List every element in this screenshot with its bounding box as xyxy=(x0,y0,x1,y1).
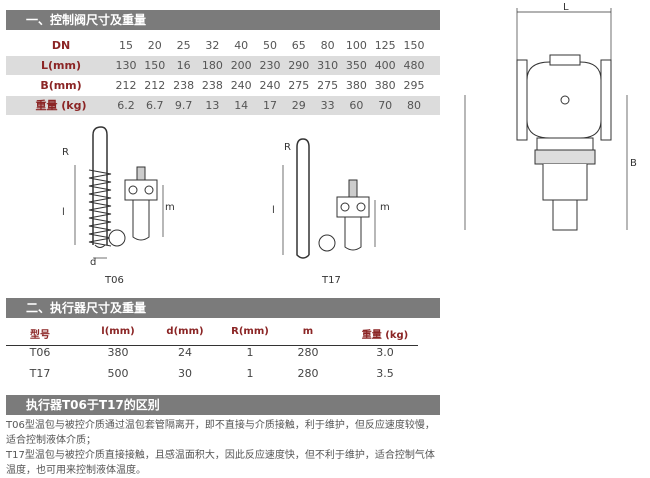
t17-m-label: m xyxy=(380,202,390,213)
row-label: B(mm) xyxy=(40,79,82,92)
table-row: B(mm) 212 212 238 238 240 240 275 275 380 380 295 xyxy=(6,76,440,95)
t17-l-label: l xyxy=(272,205,275,216)
table-cell: 65 xyxy=(291,39,306,52)
table-cell: 280 xyxy=(297,367,319,380)
table-cell: 3.5 xyxy=(376,367,394,380)
t17-r-label: R xyxy=(284,142,291,153)
table-cell: 280 xyxy=(297,346,319,359)
t06-diagram xyxy=(74,126,164,259)
t06-m-label: m xyxy=(165,202,175,213)
table-cell: 200 xyxy=(230,59,252,72)
table-cell: 1 xyxy=(246,346,254,359)
table-cell: 212 xyxy=(115,79,137,92)
t17-caption: T17 xyxy=(322,275,341,286)
text-line: 适合控制液体介质； xyxy=(6,435,96,446)
table-cell: 480 xyxy=(403,59,425,72)
table-cell: 240 xyxy=(230,79,252,92)
table-row: L(mm) 130 150 16 180 200 230 290 310 350 400 480 xyxy=(6,56,440,75)
table-cell: 238 xyxy=(173,79,195,92)
valve-diagram xyxy=(464,8,628,231)
table-cell: 275 xyxy=(288,79,310,92)
table-cell: 380 xyxy=(374,79,396,92)
table-cell: 17 xyxy=(263,99,277,112)
table-cell: 150 xyxy=(403,39,425,52)
text-line: T17型温包与被控介质直接接触，且感温面积大，因此反应速度快，但不利于维护，适合… xyxy=(6,450,435,461)
table-cell: 16 xyxy=(176,59,191,72)
valve-l-label: L xyxy=(563,2,569,13)
column-header: l(mm) xyxy=(101,326,135,337)
t17-diagram xyxy=(282,138,376,259)
table-cell: 25 xyxy=(176,39,191,52)
table-cell: 180 xyxy=(201,59,223,72)
table-cell: 212 xyxy=(144,79,166,92)
column-header: 型号 xyxy=(30,330,50,341)
table-cell: 80 xyxy=(320,39,335,52)
section2-header: 二、执行器尺寸及重量 xyxy=(6,298,440,318)
valve-b-label: B xyxy=(630,158,637,169)
table-row: DN 15 20 25 32 40 50 65 80 100 125 150 xyxy=(6,36,440,55)
table-cell: 150 xyxy=(144,59,166,72)
table-cell: 33 xyxy=(320,99,335,112)
section3-header: 执行器T06于T17的区别 xyxy=(6,395,440,415)
t06-r-label: R xyxy=(62,147,69,158)
table-cell: 50 xyxy=(263,39,277,52)
table-cell: 125 xyxy=(374,39,396,52)
table-cell: 130 xyxy=(115,59,137,72)
column-header: R(mm) xyxy=(231,326,269,337)
table-cell: 24 xyxy=(178,346,192,359)
table-cell: 310 xyxy=(317,59,339,72)
text-line: T06型温包与被控介质通过温包套管隔离开，即不直接与介质接触，利于维护，但反应速… xyxy=(6,420,435,431)
table-cell: 40 xyxy=(234,39,249,52)
text-line: 温度，也可用来控制液体温度。 xyxy=(6,465,146,476)
column-header: d(mm) xyxy=(166,326,204,337)
table-cell: 6.7 xyxy=(146,99,164,112)
table-cell: 60 xyxy=(349,99,364,112)
t06-d-label: d xyxy=(90,257,97,268)
t06-caption: T06 xyxy=(105,275,124,286)
table-cell: 400 xyxy=(374,59,396,72)
table-cell: 240 xyxy=(259,79,281,92)
table-cell: 350 xyxy=(345,59,367,72)
table-cell: 380 xyxy=(107,346,129,359)
t06-l-label: l xyxy=(62,207,65,218)
table-cell: 14 xyxy=(234,99,249,112)
table-cell: 13 xyxy=(205,99,220,112)
table-cell: 9.7 xyxy=(174,99,193,112)
table-cell: T17 xyxy=(29,367,51,380)
column-header: m xyxy=(302,326,314,337)
table-cell: 6.2 xyxy=(117,99,135,112)
table-cell: 15 xyxy=(119,39,133,52)
table-cell: 275 xyxy=(317,79,339,92)
table-row: 重量 (kg) 6.2 6.7 9.7 13 14 17 29 33 60 70 80 xyxy=(6,96,440,115)
table-cell: 70 xyxy=(378,99,393,112)
section1-header: 一、控制阀尺寸及重量 xyxy=(6,10,440,30)
table-cell: 380 xyxy=(345,79,367,92)
table-cell: 20 xyxy=(147,39,162,52)
difference-text: T06型温包与被控介质通过温包套管隔离开，即不直接与介质接触，利于维护，但反应速… xyxy=(6,418,446,478)
row-label: DN xyxy=(51,39,71,52)
table-cell: 100 xyxy=(345,39,367,52)
table-cell: 230 xyxy=(259,59,281,72)
table-cell: 295 xyxy=(403,79,425,92)
table-cell: 3.0 xyxy=(376,346,394,359)
table-cell: 29 xyxy=(291,99,306,112)
table-cell: 80 xyxy=(407,99,421,112)
table-divider xyxy=(6,345,418,346)
table-cell: 238 xyxy=(201,79,223,92)
table-cell: 290 xyxy=(288,59,310,72)
column-header: 重量 (kg) xyxy=(361,330,409,341)
table-cell: 500 xyxy=(107,367,129,380)
table-cell: 1 xyxy=(246,367,254,380)
table-cell: 32 xyxy=(205,39,220,52)
row-label: L(mm) xyxy=(41,59,81,72)
table-cell: T06 xyxy=(29,346,51,359)
row-label: 重量 (kg) xyxy=(35,99,87,112)
table-cell: 30 xyxy=(178,367,192,380)
